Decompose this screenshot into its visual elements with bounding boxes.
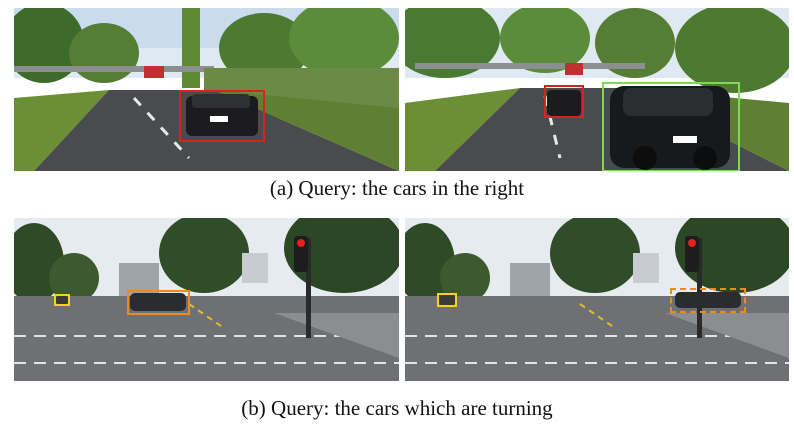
photo-b-right <box>405 218 789 381</box>
car-icon <box>610 86 730 170</box>
car-icon <box>56 296 68 304</box>
caption-b: (b) Query: the cars which are turning <box>241 396 553 420</box>
photo-a-left <box>14 8 399 171</box>
query-box-orange <box>127 290 190 315</box>
car-icon <box>547 90 581 116</box>
street-scene-b-right <box>405 218 789 381</box>
query-box-yellow <box>437 293 457 307</box>
query-box-yellow <box>54 294 70 306</box>
car-icon <box>439 295 455 305</box>
street-scene-b-left <box>14 218 399 381</box>
photo-b-left <box>14 218 399 381</box>
street-scene-a-left <box>14 8 399 171</box>
photo-a-right <box>405 8 789 171</box>
street-scene-a-right <box>405 8 789 171</box>
car-icon <box>186 94 258 136</box>
query-box-green <box>602 82 740 171</box>
query-box-red <box>179 90 265 142</box>
traffic-light-icon <box>294 236 311 338</box>
car-icon <box>130 293 186 311</box>
query-box-red <box>544 85 584 118</box>
caption-a: (a) Query: the cars in the right <box>269 176 525 200</box>
car-icon <box>675 292 741 308</box>
query-box-orange-dashed <box>670 288 746 313</box>
